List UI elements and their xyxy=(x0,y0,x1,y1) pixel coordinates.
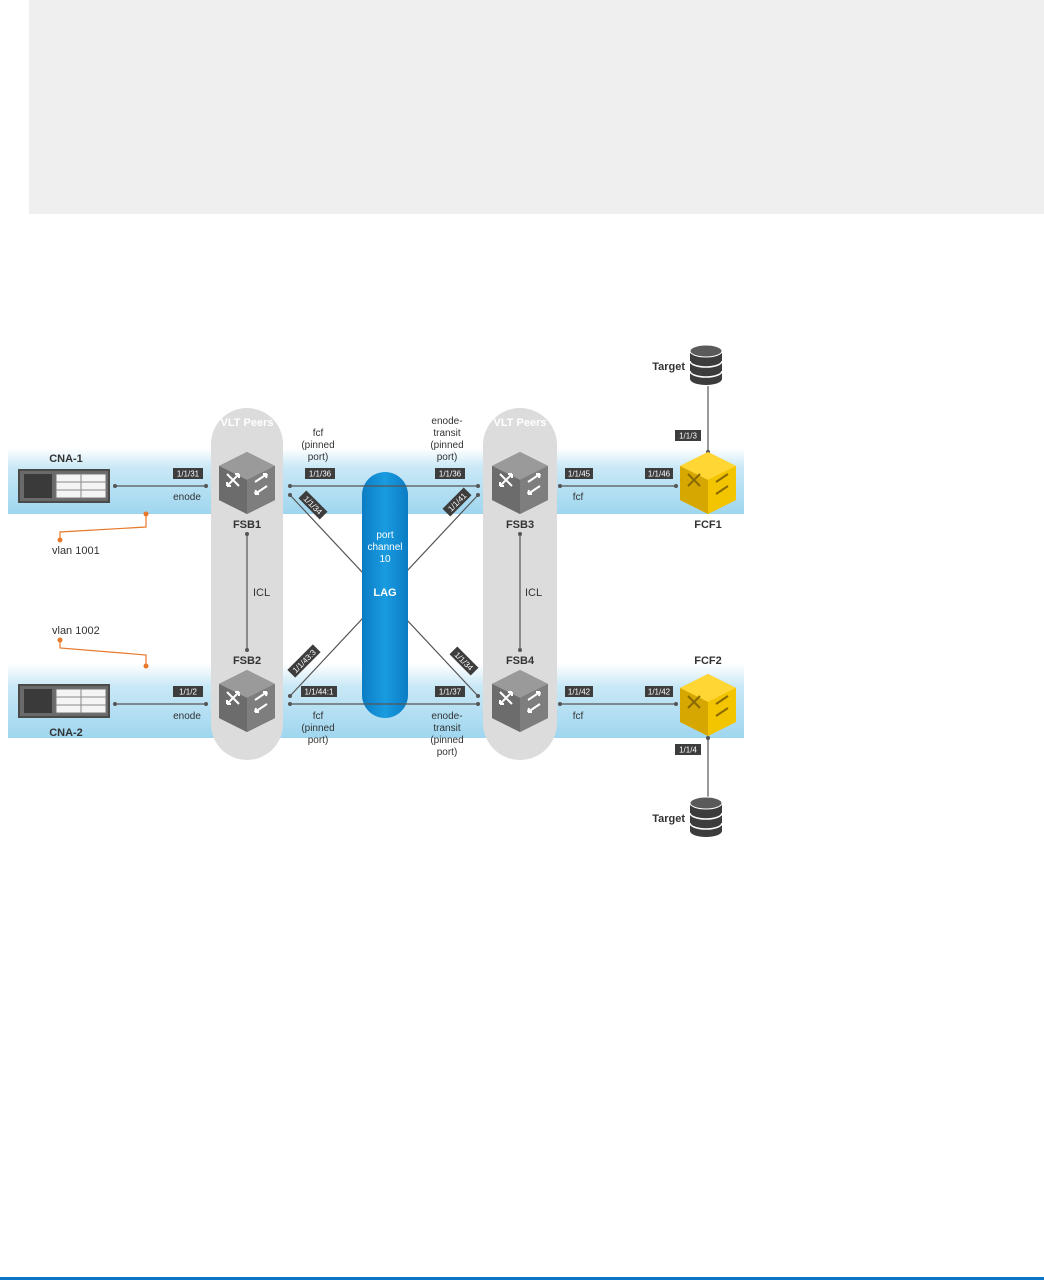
fsb3-label: FSB3 xyxy=(506,519,534,531)
enode-top-label: enode xyxy=(173,492,201,503)
vlan-1002-line xyxy=(59,640,147,666)
fcf-pinned-top-2: (pinned xyxy=(301,440,334,451)
target-bottom-storage-icon xyxy=(689,796,723,838)
vlan-1001-line xyxy=(59,514,147,540)
target-top-label: Target xyxy=(652,361,685,373)
enode-transit-bottom-1: enode- xyxy=(431,711,462,722)
fcf-pinned-bottom-3: port) xyxy=(308,735,329,746)
lag-line2: channel xyxy=(367,542,402,553)
lag-port-channel xyxy=(362,472,408,718)
fsb1-label: FSB1 xyxy=(233,519,261,531)
fsb4-label: FSB4 xyxy=(506,655,535,667)
cna2-label: CNA-2 xyxy=(49,727,83,739)
port-1-1-31: 1/1/31 xyxy=(177,470,200,479)
fcf1-label: FCF1 xyxy=(694,519,722,531)
port-1-1-36-fsb3: 1/1/36 xyxy=(439,470,462,479)
vlt-peers-left-label: VLT Peers xyxy=(221,417,274,429)
port-1-1-37: 1/1/37 xyxy=(439,688,462,697)
lag-line1: port xyxy=(376,530,393,541)
code-block xyxy=(29,0,1044,214)
target-bottom-label: Target xyxy=(652,813,685,825)
lag-label: LAG xyxy=(373,587,396,599)
enode-transit-top-2: transit xyxy=(433,428,460,439)
enode-transit-bottom-4: port) xyxy=(437,747,458,758)
port-1-1-4: 1/1/4 xyxy=(679,746,697,755)
port-1-1-46: 1/1/46 xyxy=(648,470,671,479)
fcf2-label: FCF2 xyxy=(694,655,722,667)
fsb2-label: FSB2 xyxy=(233,655,261,667)
enode-transit-bottom-2: transit xyxy=(433,723,460,734)
icl-right-label: ICL xyxy=(525,587,542,599)
vlt-peers-right-label: VLT Peers xyxy=(494,417,547,429)
port-1-1-45: 1/1/45 xyxy=(568,470,591,479)
port-1-1-3: 1/1/3 xyxy=(679,432,697,441)
fcf-pinned-top-3: port) xyxy=(308,452,329,463)
enode-transit-top-3: (pinned xyxy=(430,440,463,451)
fcf-pinned-top-1: fcf xyxy=(313,428,324,439)
lag-line3: 10 xyxy=(379,554,391,565)
icl-left-label: ICL xyxy=(253,587,270,599)
port-1-1-42-fsb4: 1/1/42 xyxy=(568,688,591,697)
port-1-1-44-1: 1/1/44:1 xyxy=(305,688,334,697)
fcf-pinned-bottom-2: (pinned xyxy=(301,723,334,734)
cna1-server-icon xyxy=(17,468,111,504)
cna1-label: CNA-1 xyxy=(49,453,83,465)
fcf-pinned-bottom-1: fcf xyxy=(313,711,324,722)
enode-transit-top-1: enode- xyxy=(431,416,462,427)
fcf-right-top-label: fcf xyxy=(573,492,584,503)
enode-transit-top-4: port) xyxy=(437,452,458,463)
fcf-right-bottom-label: fcf xyxy=(573,711,584,722)
footer-rule xyxy=(0,1277,1044,1280)
port-1-1-42-fcf2: 1/1/42 xyxy=(648,688,671,697)
cna2-server-icon xyxy=(17,683,111,719)
port-1-1-2: 1/1/2 xyxy=(179,688,197,697)
enode-bottom-label: enode xyxy=(173,711,201,722)
vlan-1001-label: vlan 1001 xyxy=(52,545,100,557)
vlan-1002-label: vlan 1002 xyxy=(52,625,100,637)
enode-transit-bottom-3: (pinned xyxy=(430,735,463,746)
target-top-storage-icon xyxy=(689,344,723,386)
port-1-1-36-fsb1: 1/1/36 xyxy=(309,470,332,479)
